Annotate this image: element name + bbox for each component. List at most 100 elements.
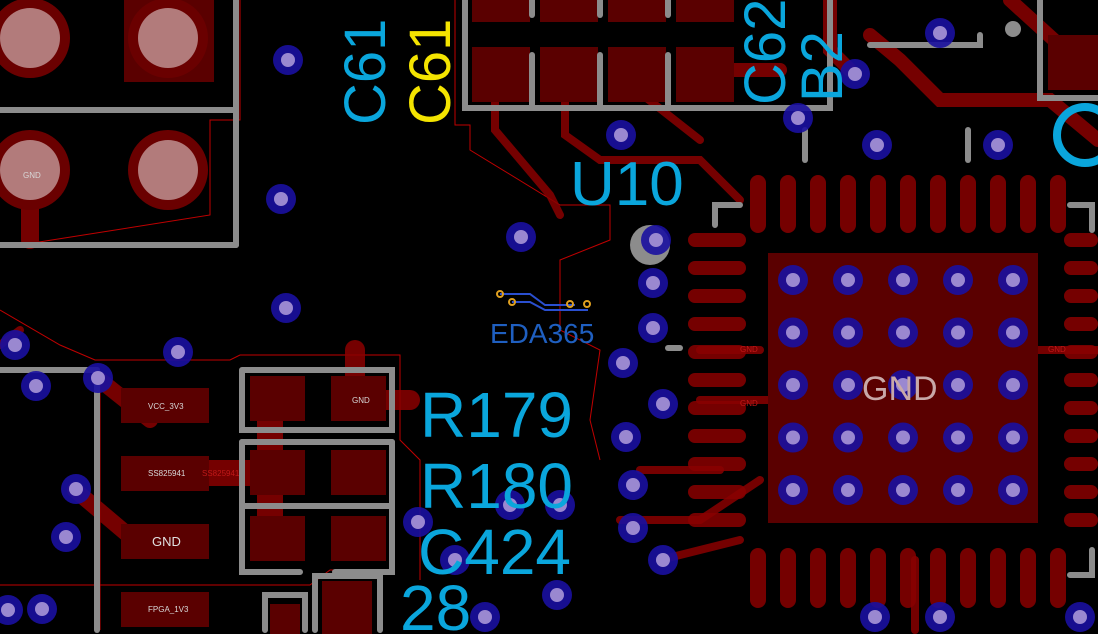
qfn-pin [1050, 175, 1066, 233]
via [542, 580, 572, 610]
via [83, 363, 113, 393]
qfn-pin [1064, 345, 1098, 359]
qfn-pin [1020, 548, 1036, 608]
via [998, 370, 1028, 400]
via [0, 595, 23, 625]
qfn-pin [750, 175, 766, 233]
via [618, 513, 648, 543]
qfn-pin [1064, 233, 1098, 247]
qfn-pin [1020, 175, 1036, 233]
qfn-pin [870, 175, 886, 233]
qfn-pin [960, 175, 976, 233]
qfn-pin [840, 548, 856, 608]
net-fpga-1v3: FPGA_1V3 [148, 605, 189, 614]
qfn-pin [1064, 373, 1098, 387]
designator-b2: B2 [790, 31, 855, 102]
net-gnd-small-1: GND [352, 396, 370, 405]
qfn-pin [750, 548, 766, 608]
via [862, 130, 892, 160]
qfn-pin [688, 373, 746, 387]
via [163, 337, 193, 367]
qfn-pin [688, 485, 746, 499]
qfn-pin [688, 457, 746, 471]
via [1065, 602, 1095, 632]
via [618, 470, 648, 500]
via [860, 602, 890, 632]
via [611, 422, 641, 452]
via [833, 422, 863, 453]
via [943, 317, 973, 348]
designator-c61-highlighted: C61 [398, 19, 463, 125]
via [998, 317, 1028, 348]
qfn-pin [780, 548, 796, 608]
via [888, 475, 918, 505]
via [943, 265, 973, 295]
via [403, 507, 433, 537]
qfn-pin [810, 548, 826, 608]
qfn-pin [688, 429, 746, 443]
qfn-pin [688, 261, 746, 275]
qfn-pin [930, 548, 946, 608]
via [998, 265, 1028, 295]
designator-c61: C61 [333, 19, 398, 125]
qfn-pin [1064, 289, 1098, 303]
via [888, 422, 918, 453]
via [833, 317, 863, 348]
designator-r180: R180 [420, 450, 573, 522]
via [833, 475, 863, 505]
via [271, 293, 301, 323]
via [833, 265, 863, 295]
net-gnd-pad: GND [152, 534, 181, 549]
designator-c424: C424 [418, 516, 571, 588]
logo-text: EDA365 [490, 318, 594, 349]
via [778, 422, 808, 453]
via [641, 225, 671, 255]
qfn-pin [1064, 429, 1098, 443]
vias [0, 18, 1095, 632]
via [840, 59, 870, 89]
qfn-pins [688, 175, 1098, 608]
qfn-pin [1064, 457, 1098, 471]
via [943, 475, 973, 505]
via [925, 602, 955, 632]
via [61, 474, 91, 504]
qfn-pin [900, 175, 916, 233]
via [608, 348, 638, 378]
qfn-pin [1064, 317, 1098, 331]
via [888, 317, 918, 348]
qfn-pin [1064, 261, 1098, 275]
via [470, 602, 500, 632]
qfn-pin [1064, 513, 1098, 527]
via [943, 422, 973, 453]
via [778, 475, 808, 505]
qfn-pin [870, 548, 886, 608]
net-ss825941: SS825941 [148, 469, 186, 478]
via [638, 313, 668, 343]
via [0, 330, 30, 360]
via [998, 422, 1028, 453]
via [440, 545, 470, 575]
via [495, 490, 525, 520]
silkscreen: C61 C61 C62 B2 U10 R179 R180 C424 28 [333, 0, 1098, 634]
via [638, 268, 668, 298]
via [778, 370, 808, 400]
net-gnd-top-left: GND [23, 171, 41, 180]
qfn-pin [688, 401, 746, 415]
qfn-pin [1064, 401, 1098, 415]
via [833, 370, 863, 400]
qfn-pin [990, 548, 1006, 608]
via [273, 45, 303, 75]
designator-r179: R179 [420, 379, 573, 451]
designator-c62: C62 [733, 0, 798, 105]
net-vcc-3v3: VCC_3V3 [148, 402, 184, 411]
qfn-pin [688, 513, 746, 527]
via [51, 522, 81, 552]
designator-u10: U10 [570, 150, 684, 219]
eda365-logo: EDA365 [490, 290, 594, 349]
net-gnd-small-4: GND [1048, 345, 1066, 354]
qfn-pin [930, 175, 946, 233]
qfn-pin [900, 548, 916, 608]
